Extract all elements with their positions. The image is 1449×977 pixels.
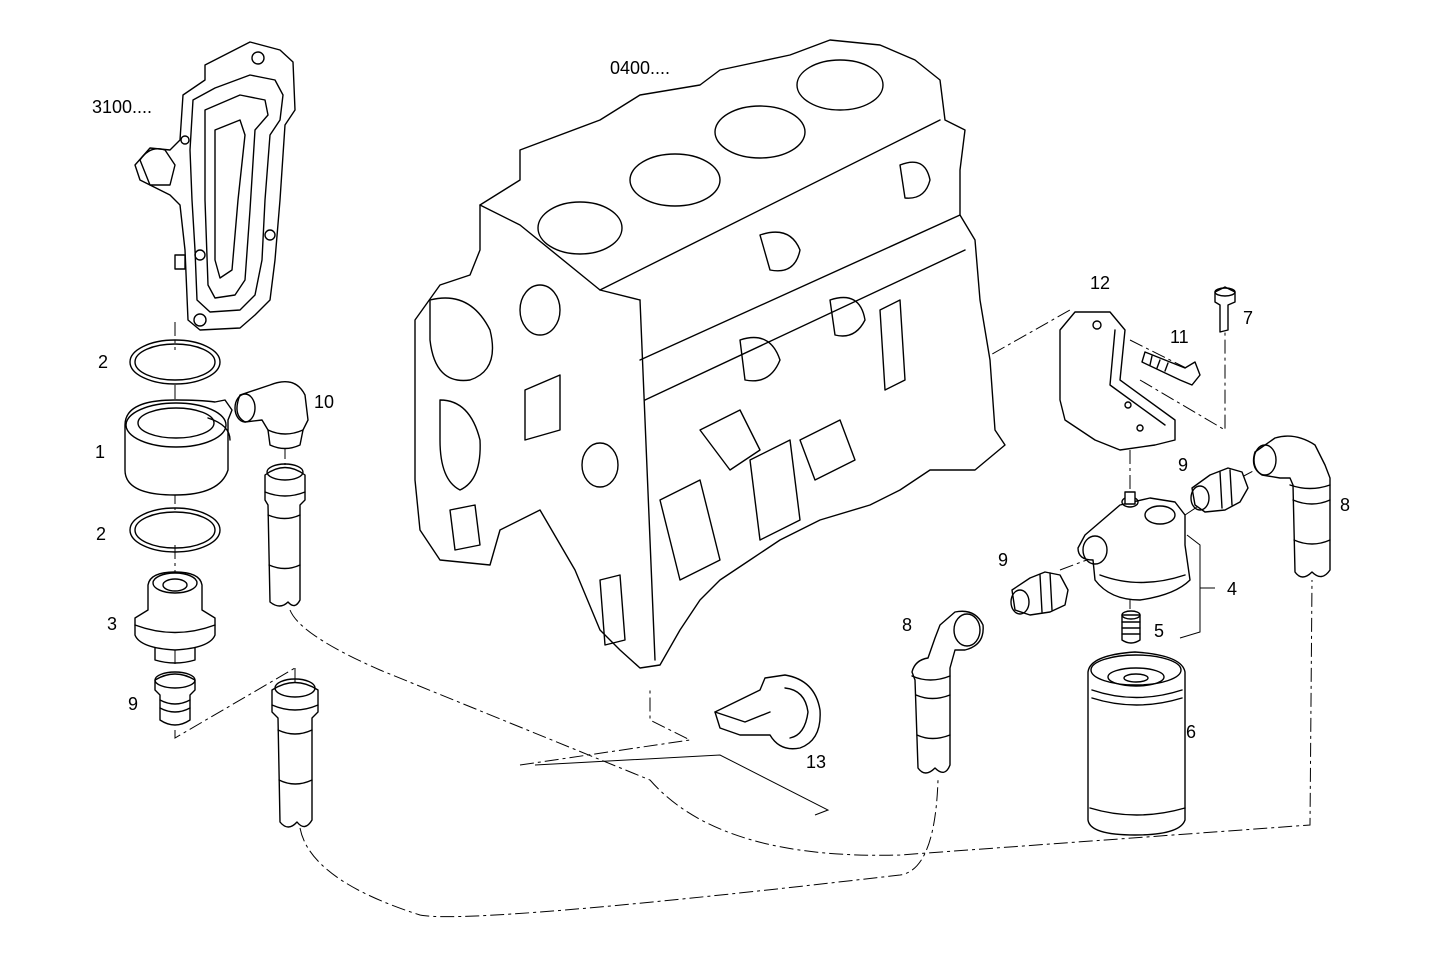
oil-cooler-housing	[124, 399, 233, 496]
label-part-8-right: 8	[1340, 495, 1350, 515]
hose-clamp	[714, 674, 821, 750]
cover-plate-3100	[134, 41, 296, 331]
elbow-fitting	[234, 381, 309, 450]
hose-upper-left	[264, 463, 306, 607]
label-part-2-lower: 2	[96, 524, 106, 544]
nipple-fitting-middle	[1010, 571, 1069, 616]
plug-5	[1121, 610, 1141, 644]
oil-filter	[1087, 651, 1186, 836]
elbow-hose-right	[1252, 435, 1331, 578]
nipple-fitting-left	[154, 671, 196, 726]
filter-head	[1077, 491, 1191, 601]
label-part-5: 5	[1154, 621, 1164, 641]
label-part-13: 13	[806, 752, 826, 772]
elbow-hose-middle	[911, 610, 984, 774]
label-part-9-right: 9	[1178, 455, 1188, 475]
label-part-2-upper: 2	[98, 352, 108, 372]
label-part-10: 10	[314, 392, 334, 412]
label-part-1: 1	[95, 442, 105, 462]
mounting-bracket	[1059, 311, 1176, 451]
o-ring-lower	[129, 507, 221, 553]
label-ref-0400: 0400....	[610, 58, 670, 78]
threaded-adapter	[134, 571, 216, 664]
label-part-9-middle: 9	[998, 550, 1008, 570]
bolt-11	[1141, 351, 1201, 386]
label-part-6: 6	[1186, 722, 1196, 742]
label-part-7: 7	[1243, 308, 1253, 328]
label-part-12: 12	[1090, 273, 1110, 293]
label-part-3: 3	[107, 614, 117, 634]
label-part-11: 11	[1170, 327, 1189, 347]
nipple-fitting-right	[1190, 467, 1249, 513]
label-part-8-middle: 8	[902, 615, 912, 635]
screw-7	[1214, 286, 1236, 333]
part-labels: 3100.... 0400.... 2 1 2 3 9 10 13 8 9 12…	[92, 58, 1350, 772]
label-part-9-left: 9	[128, 694, 138, 714]
o-ring-upper	[129, 339, 221, 385]
label-ref-3100: 3100....	[92, 97, 152, 117]
hose-lower-left	[271, 678, 319, 828]
label-part-4: 4	[1227, 579, 1237, 599]
engine-block-0400	[414, 39, 1006, 669]
